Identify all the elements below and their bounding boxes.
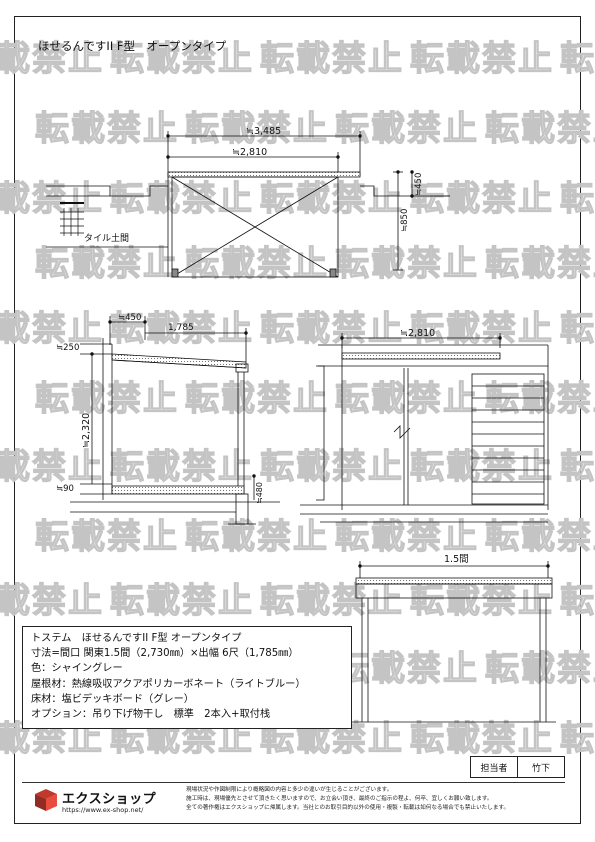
side-dim-250: ≒250 [56, 343, 79, 353]
logo-url: https://www.ex-shop.net/ [62, 806, 144, 814]
small-elevation [352, 561, 556, 723]
spec-option: オプション：吊り下げ物干し 標準 2本入+取付栈 [31, 709, 271, 721]
plan-dim-span: ≒2,810 [232, 147, 267, 158]
spec-product: トステム ほせるんですII F型 オープンタイプ [31, 633, 242, 644]
small-dim-label: 1.5間 [444, 554, 469, 565]
side-dimensions: ≒450 1,785 ≒250 ≒2,320 ≒90 ≒480 [56, 313, 264, 504]
side-view [70, 316, 280, 525]
side-dim-480: ≒480 [255, 482, 264, 504]
front-view [300, 333, 549, 523]
company-logo: エクスショップ https://www.ex-shop.net/ [34, 786, 174, 820]
drawing-title: ほせるんですII F型 オープンタイプ [38, 39, 227, 53]
spec-color: 色：シャイングレー [31, 663, 123, 675]
logo-name: エクスショップ [62, 792, 157, 807]
tile-floor-label: タイル土間 [84, 232, 129, 244]
disclaimer-line: 全ての著作権はエクスショップに帰属します。当社とのお取引目的以外の使用・複製・転… [186, 805, 510, 811]
staff-box: 担当者 竹下 [470, 756, 565, 778]
spec-dimensions: 寸法=間口 関東1.5間（2,730㎜）×出幅 6尺（1,785㎜） [31, 648, 299, 660]
footer-divider [22, 782, 565, 783]
disclaimer: 現場状況や作図制限により概略図の内容と多少の違いが生じることがございます。 施工… [186, 786, 558, 813]
front-dim-span: ≒2,810 [400, 328, 435, 339]
disclaimer-line: 現場状況や作図制限により概略図の内容と多少の違いが生じることがございます。 [186, 787, 393, 793]
plan-dim-total: ≒3,485 [246, 126, 281, 137]
side-dim-1785: 1,785 [168, 323, 194, 333]
plan-dimensions: ≒3,485 ≒2,810 ≒850 ≒450 タイル土間 [84, 126, 424, 244]
spec-box: トステム ほせるんですII F型 オープンタイプ 寸法=間口 関東1.5間（2,… [22, 626, 352, 729]
staff-label: 担当者 [471, 757, 518, 777]
side-dim-450: ≒450 [118, 313, 141, 323]
sheet-border [14, 16, 581, 824]
front-dimensions: ≒2,810 [400, 328, 435, 339]
plan-dim-850: ≒850 [400, 209, 410, 232]
plan-dim-450: ≒450 [414, 173, 424, 196]
side-dim-2320: ≒2,320 [81, 413, 92, 448]
spec-floor-material: 床材：塩ビデッキボード（グレー） [31, 693, 194, 705]
side-dim-90: ≒90 [56, 484, 74, 494]
spec-roof-material: 屋根材：熱線吸収アクアポリカーボネート（ライトブルー） [31, 678, 306, 690]
staff-name: 竹下 [531, 763, 550, 774]
box-logo-icon [35, 789, 57, 811]
small-dimensions: 1.5間 [444, 554, 469, 565]
disclaimer-line: 施工時は、現場優先とさせて頂きたく思いますので、お立会い頂き、最終のご指示の程よ… [186, 796, 493, 802]
plan-view [46, 131, 450, 278]
